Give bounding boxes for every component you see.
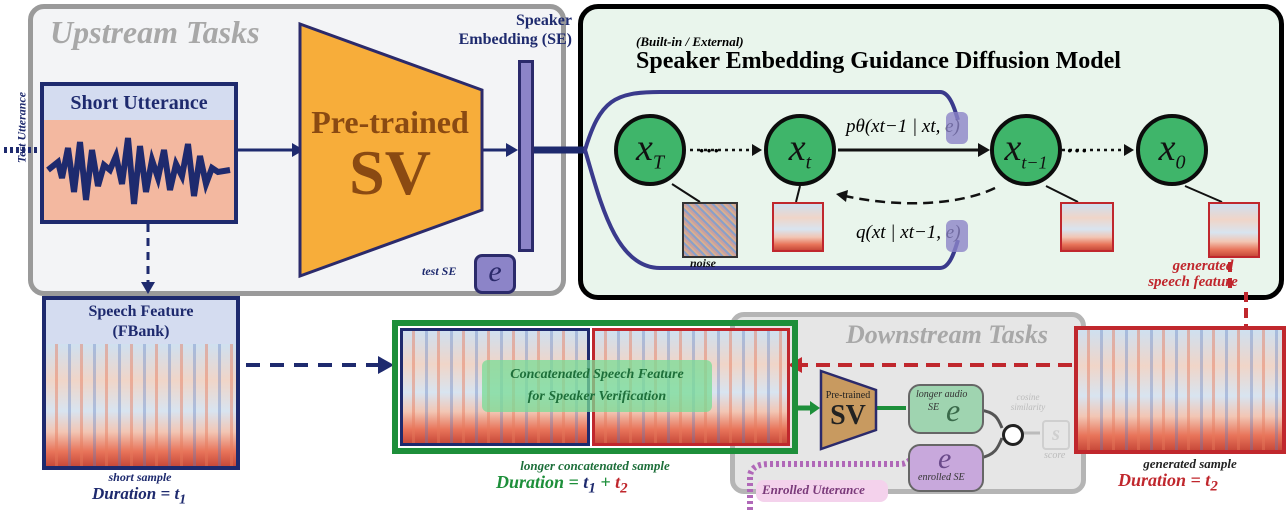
pretrained-sv-block [298, 21, 484, 279]
downstream-sv-block [819, 369, 878, 451]
concat-box: Concatenated Speech Feature for Speaker … [392, 320, 798, 454]
x0-spectrogram [1208, 202, 1260, 258]
fbank-box: Speech Feature (FBank) [42, 296, 240, 470]
se-label-2: Embedding (SE) [458, 31, 572, 48]
ellipsis-1: ··· [698, 138, 721, 163]
node-xT: xT [614, 114, 686, 186]
downstream-title: Downstream Tasks [846, 320, 1049, 349]
node-xt: xt [764, 114, 836, 186]
noise-spectrogram [682, 202, 738, 258]
generated-sample-box [1074, 326, 1286, 454]
e-highlight-q [946, 220, 968, 252]
short-sample-label: short sample [108, 470, 172, 484]
score-box: s [1042, 420, 1070, 450]
sv-pretrained-label: Pre-trained [311, 104, 469, 140]
cosine-operator [1002, 424, 1024, 446]
longer-duration: Duration = t1 + t2 [496, 472, 628, 497]
score-label: score [1044, 450, 1066, 461]
sv-main-label: SV [349, 137, 431, 208]
noise-label: noise [690, 256, 717, 270]
reverse-q-arrow [844, 186, 996, 205]
short-utterance-title: Short Utterance [44, 86, 234, 120]
node-xt-1: xt−1 [990, 114, 1062, 186]
se-label-1: Speaker [516, 12, 572, 29]
xt1-spectrogram [1060, 202, 1114, 252]
diffusion-subtitle: (Built-in / External) [636, 34, 744, 49]
upstream-title: Upstream Tasks [50, 14, 260, 50]
short-duration: Duration = t1 [92, 484, 187, 508]
node-x0: x0 [1136, 114, 1208, 186]
longer-audio-se-box: longer audio SE e [908, 384, 984, 434]
generated-duration: Duration = t2 [1118, 470, 1218, 495]
xt-spectrogram [772, 202, 824, 252]
test-utterance-label: Test Utterance [14, 91, 29, 164]
downstream-sv-main: SV [830, 400, 866, 431]
p-theta-label: pθ(xt−1 | xt, e) [846, 116, 960, 137]
guidance-curve-top [583, 90, 960, 151]
test-se-box: e [474, 254, 516, 294]
ellipsis-2: ··· [1066, 138, 1089, 163]
generated-feature-label-1: generated [1172, 258, 1234, 274]
fbank-title-2: (FBank) [112, 323, 170, 340]
enrolled-utterance-label: Enrolled Utterance [762, 482, 865, 497]
q-label: q(xt | xt−1, e) [856, 222, 961, 243]
enrolled-utterance-badge [756, 480, 888, 502]
generated-sample-label: generated sample [1143, 456, 1237, 471]
test-se-label: test SE [422, 264, 457, 278]
longer-sample-label: longer concatenated sample [520, 458, 670, 473]
guidance-curve-bottom [583, 149, 960, 270]
downstream-sv-top: Pre-trained [825, 390, 871, 401]
e-highlight-p [946, 112, 968, 144]
diffusion-title: Speaker Embedding Guidance Diffusion Mod… [636, 48, 1121, 74]
waveform [46, 137, 231, 205]
speaker-embedding-bar [518, 60, 534, 252]
short-utterance-box: Short Utterance [40, 82, 238, 224]
enrolled-se-box: e enrolled SE [908, 442, 984, 492]
fbank-title-1: Speech Feature [88, 303, 194, 320]
generated-feature-label-2: speech feature [1148, 274, 1238, 290]
concat-caption: Concatenated Speech Feature for Speaker … [482, 360, 712, 412]
